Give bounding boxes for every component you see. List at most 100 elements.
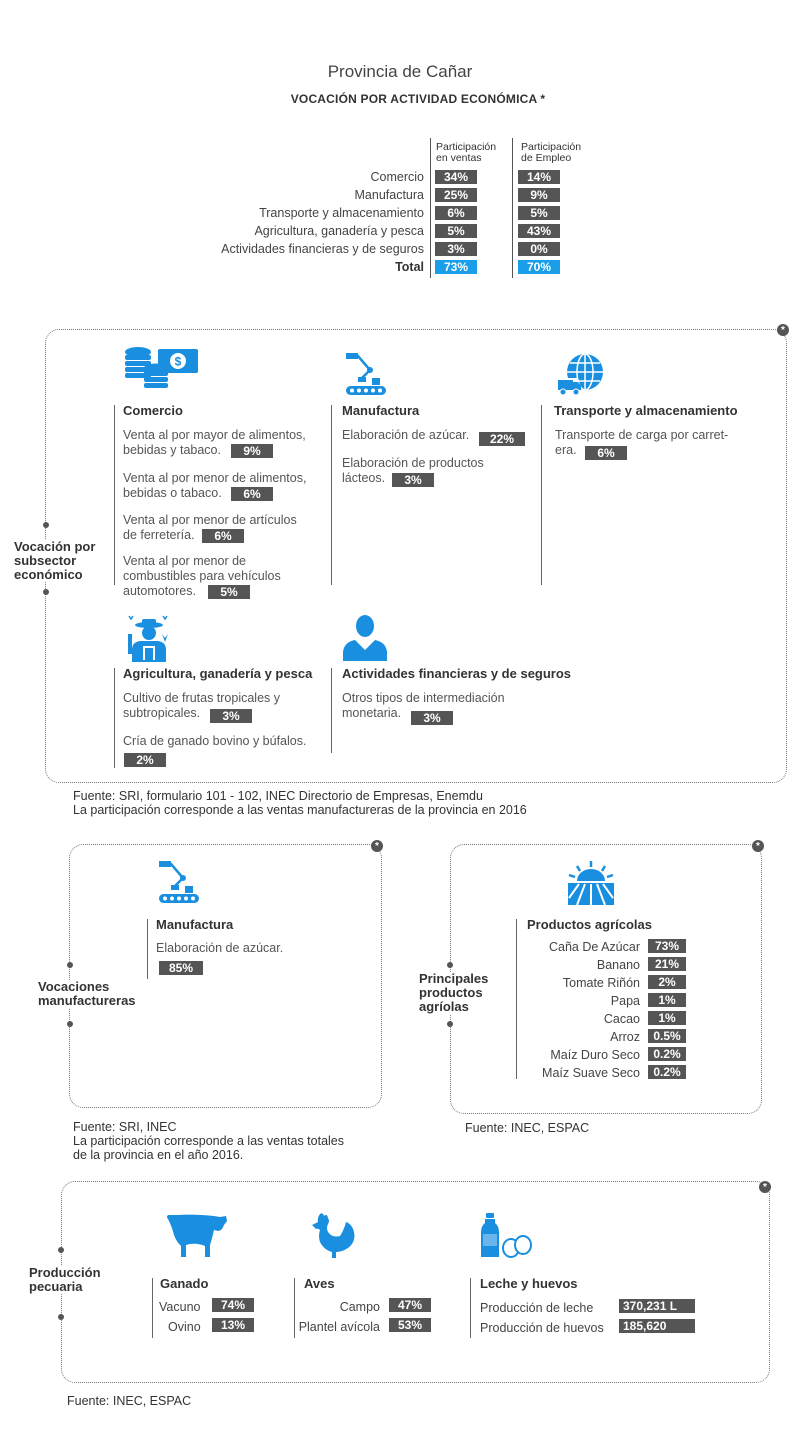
section-title-transporte: Transporte y almacenamiento — [554, 403, 738, 418]
businessman-icon — [343, 615, 387, 661]
section-divider — [541, 405, 542, 585]
product-label: Papa — [610, 994, 640, 1008]
farmer-icon — [128, 615, 168, 662]
value-badge: 85% — [159, 961, 203, 975]
product-label: Banano — [596, 958, 640, 972]
value-badge: 6% — [202, 529, 244, 543]
value-badge: 6% — [585, 446, 627, 460]
item-text: Venta al por mayor de alimentos,bebidas … — [123, 428, 306, 457]
value-badge: 370,231 L — [619, 1299, 695, 1313]
value-badge: 3% — [435, 242, 477, 256]
section-divider — [331, 405, 332, 585]
cow-icon — [167, 1214, 227, 1257]
section-divider — [470, 1278, 471, 1338]
bullet-dot — [447, 1021, 453, 1027]
row-label: Transporte y almacenamiento — [259, 206, 424, 220]
production-label: Producción de leche — [480, 1301, 594, 1315]
value-badge: 9% — [231, 444, 273, 458]
item-text: Transporte de carga por carret-era. — [555, 428, 729, 457]
total-label: Total — [395, 260, 424, 274]
product-label: Cacao — [603, 1012, 640, 1026]
value-badge: 0.5% — [648, 1029, 686, 1043]
section-title-productos-agricolas: Productos agrícolas — [527, 917, 652, 932]
source-note: Fuente: INEC, ESPAC — [465, 1121, 590, 1135]
column-header-ventas: Participación en ventas — [436, 141, 497, 164]
value-badge: 3% — [392, 473, 434, 487]
source-note: Fuente: SRI, INEC La participación corre… — [73, 1120, 344, 1162]
section-divider — [294, 1278, 295, 1338]
page-title: Provincia de Cañar — [327, 62, 473, 81]
svg-text:$: $ — [175, 355, 182, 369]
product-label: Tomate Riñón — [562, 976, 640, 990]
corner-asterisk: * — [759, 1181, 771, 1193]
corner-asterisk: * — [752, 840, 764, 852]
section-title-financieras: Actividades financieras y de seguros — [342, 666, 572, 681]
value-badge: 5% — [435, 224, 477, 238]
value-badge: 47% — [389, 1298, 431, 1312]
item-text: Elaboración de azúcar. — [156, 941, 284, 955]
sun-field-icon — [568, 861, 614, 906]
total-badge: 70% — [518, 260, 560, 274]
value-badge: 0.2% — [648, 1065, 686, 1079]
value-badge: 6% — [435, 206, 477, 220]
row-label: Actividades financieras y de seguros — [221, 242, 424, 256]
section-divider — [331, 668, 332, 753]
section-divider — [114, 405, 115, 585]
value-badge: 5% — [518, 206, 560, 220]
value-badge: 5% — [208, 585, 250, 599]
value-badge: 2% — [648, 975, 686, 989]
value-badge: 0% — [518, 242, 560, 256]
column-divider — [512, 138, 513, 278]
total-badge: 73% — [435, 260, 477, 274]
value-badge: 73% — [648, 939, 686, 953]
milk-eggs-icon — [481, 1213, 532, 1258]
source-note: Fuente: SRI, formulario 101 - 102, INEC … — [73, 789, 527, 817]
side-label-pecuaria: Producción pecuaria — [29, 1265, 101, 1294]
bullet-dot — [43, 589, 49, 595]
section-title-manufactura: Manufactura — [156, 917, 234, 932]
value-badge: 21% — [648, 957, 686, 971]
product-label: Arroz — [610, 1030, 640, 1044]
section-title-ganado: Ganado — [160, 1276, 209, 1291]
bullet-dot — [43, 522, 49, 528]
product-label: Maíz Duro Seco — [550, 1048, 640, 1062]
value-badge: 14% — [518, 170, 560, 184]
manufactureras-panel — [69, 844, 382, 1108]
bullet-dot — [67, 962, 73, 968]
column-header-empleo: Participación de Empleo — [521, 141, 582, 164]
corner-asterisk: * — [777, 324, 789, 336]
product-label: Maíz Suave Seco — [542, 1066, 640, 1080]
column-divider — [430, 138, 431, 278]
section-title-comercio: Comercio — [123, 403, 183, 418]
value-badge: 53% — [389, 1318, 431, 1332]
side-label-manufactureras: Vocaciones manufactureras — [38, 979, 136, 1008]
value-badge: 2% — [124, 753, 166, 767]
section-title-agricultura: Agricultura, ganadería y pesca — [123, 666, 313, 681]
side-label-subsector: Vocación por subsector económico — [14, 539, 96, 582]
section-title-manufactura: Manufactura — [342, 403, 420, 418]
robot-arm-conveyor-icon — [346, 353, 386, 395]
value-badge: 9% — [518, 188, 560, 202]
item-text: Venta al por menor de alimentos,bebidas … — [123, 471, 307, 500]
poultry-label: Campo — [339, 1300, 380, 1314]
value-badge: 3% — [411, 711, 453, 725]
rooster-icon — [312, 1213, 355, 1258]
value-badge: 25% — [435, 188, 477, 202]
value-badge: 185,620 — [619, 1319, 695, 1333]
production-label: Producción de huevos — [480, 1321, 604, 1335]
value-badge: 13% — [212, 1318, 254, 1332]
value-badge: 34% — [435, 170, 477, 184]
section-divider — [516, 919, 517, 1079]
value-badge: 22% — [479, 432, 525, 446]
section-divider — [114, 668, 115, 768]
globe-truck-icon — [556, 353, 603, 396]
livestock-label: Ovino — [168, 1320, 201, 1334]
section-title-aves: Aves — [304, 1276, 335, 1291]
row-label: Agricultura, ganadería y pesca — [254, 224, 424, 238]
value-badge: 6% — [231, 487, 273, 501]
row-label: Comercio — [370, 170, 425, 184]
